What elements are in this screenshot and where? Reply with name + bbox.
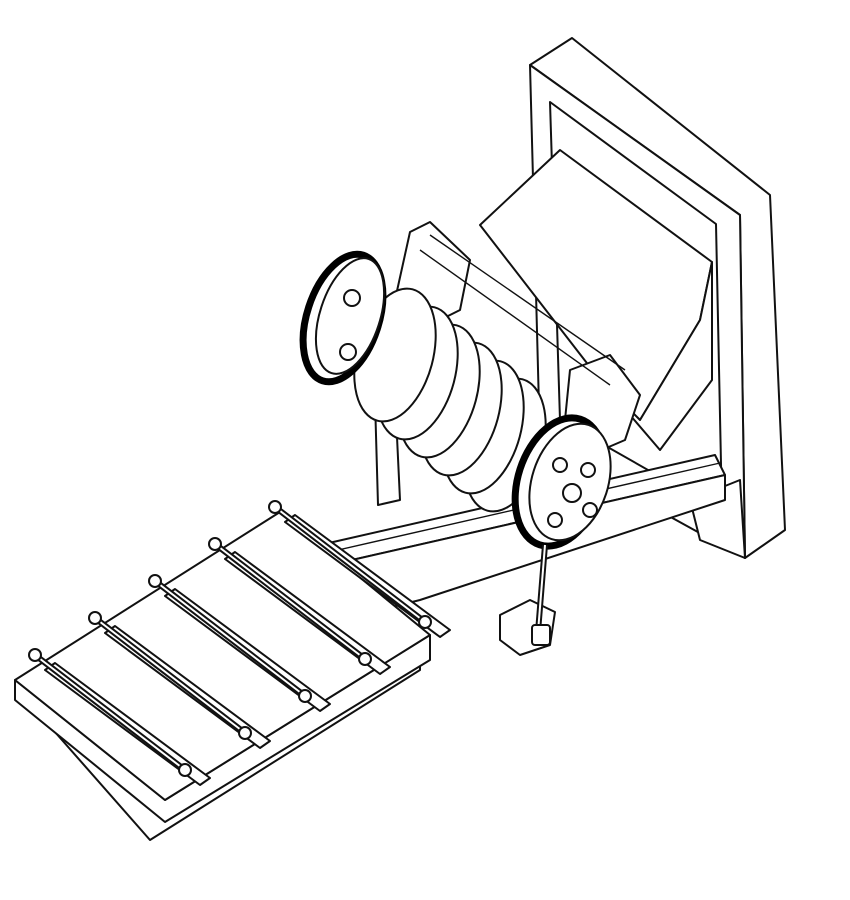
roller-end-cap: [418, 615, 432, 629]
left-wheel: [299, 250, 387, 386]
roller-bar-highlight: [274, 506, 426, 623]
wheel-hole: [562, 483, 582, 503]
roller-end-cap: [358, 652, 372, 666]
wheel-hole: [339, 343, 357, 361]
roller-end-cap: [88, 611, 102, 625]
housing-lower: [599, 261, 713, 451]
wheel-hole: [580, 462, 596, 478]
crank-rod: [531, 544, 551, 646]
wheel-hole: [552, 457, 568, 473]
roller-bar-highlight: [214, 543, 366, 660]
roller-end-cap: [28, 648, 42, 662]
drum-housing: [394, 149, 713, 456]
tray: [14, 500, 451, 841]
roller-end-cap: [268, 500, 282, 514]
wheel-hole: [582, 502, 598, 518]
shaft-guide: [429, 234, 626, 371]
wheel-hole: [343, 289, 361, 307]
roller-bars: [28, 500, 451, 786]
roller-bar-highlight: [94, 617, 246, 734]
shaft-guide-2: [419, 249, 611, 386]
roller-end-cap: [178, 763, 192, 777]
roller-end-cap: [298, 689, 312, 703]
roller-bar-highlight: [154, 580, 306, 697]
roller-end-cap: [208, 537, 222, 551]
roller-end-cap: [148, 574, 162, 588]
roller-end-cap: [238, 726, 252, 740]
right-wheel: [511, 414, 612, 550]
wheel-hole: [547, 512, 563, 528]
roller-bar-highlight: [34, 654, 186, 771]
tray-top: [14, 511, 431, 801]
